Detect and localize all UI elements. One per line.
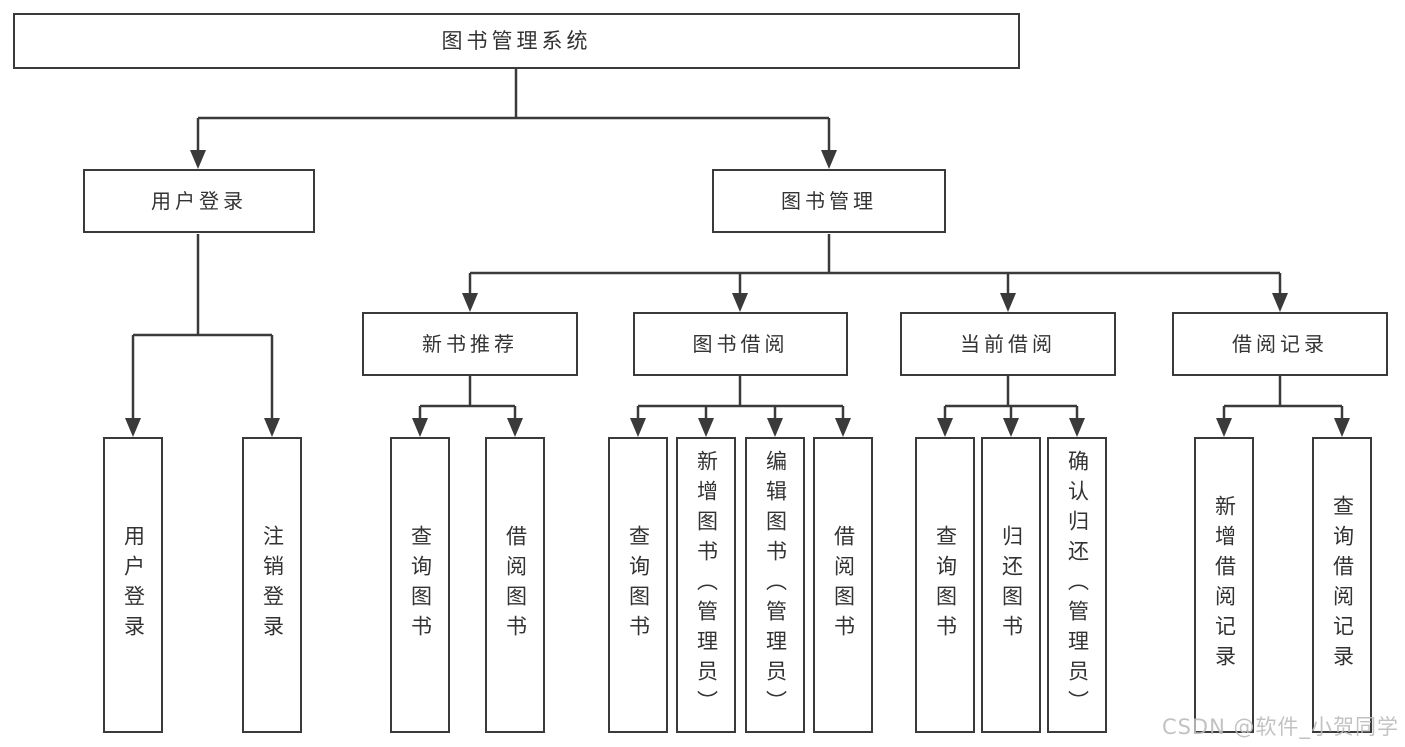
arrowheads [125, 150, 1350, 437]
leaf-logout-label: 注销登录 [260, 525, 285, 645]
arrow-icon [1003, 418, 1019, 437]
leaf-add-borrow-record: 新增借阅记录 [1194, 437, 1254, 733]
leaf-return-books: 归还图书 [981, 437, 1041, 733]
leaf-return-books-label: 归还图书 [999, 525, 1024, 645]
arrow-icon [835, 418, 851, 437]
leaf-user-login: 用户登录 [103, 437, 163, 733]
node-borrow-records: 借阅记录 [1172, 312, 1388, 376]
connector-path [131, 69, 1344, 420]
node-book-management: 图书管理 [712, 169, 946, 233]
arrow-icon [732, 293, 748, 312]
arrow-icon [125, 418, 141, 437]
arrow-icon [698, 418, 714, 437]
node-book-borrowing: 图书借阅 [633, 312, 848, 376]
leaf-query-books-borrowing: 查询图书 [608, 437, 668, 733]
arrow-icon [1000, 293, 1016, 312]
arrow-icon [767, 418, 783, 437]
node-book-borrowing-label: 图书借阅 [692, 332, 789, 356]
arrow-icon [1216, 418, 1232, 437]
leaf-confirm-return-admin: 确认归还（管理员） [1047, 437, 1107, 733]
arrow-icon [1272, 293, 1288, 312]
leaf-logout: 注销登录 [242, 437, 302, 733]
leaf-confirm-return-admin-label: 确认归还（管理员） [1065, 450, 1090, 720]
leaf-query-books-newbooks: 查询图书 [390, 437, 450, 733]
leaf-add-books-admin-label: 新增图书（管理员） [694, 450, 719, 720]
node-current-borrowing: 当前借阅 [900, 312, 1116, 376]
arrow-icon [462, 293, 478, 312]
leaf-query-borrow-record: 查询借阅记录 [1312, 437, 1372, 733]
leaf-user-login-label: 用户登录 [121, 525, 146, 645]
node-user-login-label: 用户登录 [151, 189, 247, 213]
arrow-icon [412, 418, 428, 437]
leaf-query-books-current-label: 查询图书 [933, 525, 958, 645]
arrow-icon [1334, 418, 1350, 437]
leaf-edit-books-admin: 编辑图书（管理员） [745, 437, 805, 733]
leaf-borrow-books-newbooks: 借阅图书 [485, 437, 545, 733]
arrow-icon [1069, 418, 1085, 437]
node-new-books-label: 新书推荐 [422, 332, 518, 356]
arrow-icon [937, 418, 953, 437]
node-root: 图书管理系统 [13, 13, 1020, 69]
node-new-books: 新书推荐 [362, 312, 578, 376]
leaf-query-books-current: 查询图书 [915, 437, 975, 733]
leaf-query-books-newbooks-label: 查询图书 [408, 525, 433, 645]
arrow-icon [264, 418, 280, 437]
leaf-add-books-admin: 新增图书（管理员） [676, 437, 736, 733]
arrow-icon [821, 150, 837, 169]
arrow-icon [630, 418, 646, 437]
node-borrow-records-label: 借阅记录 [1232, 332, 1328, 356]
node-current-borrowing-label: 当前借阅 [960, 332, 1056, 356]
node-user-login: 用户登录 [83, 169, 315, 233]
leaf-borrow-books-newbooks-label: 借阅图书 [503, 525, 528, 645]
leaf-borrow-books-borrowing: 借阅图书 [813, 437, 873, 733]
leaf-borrow-books-borrowing-label: 借阅图书 [831, 525, 856, 645]
node-root-label: 图书管理系统 [441, 28, 592, 53]
csdn-watermark: CSDN @软件_小贺同学 [1161, 715, 1399, 739]
leaf-query-borrow-record-label: 查询借阅记录 [1330, 495, 1355, 675]
arrow-icon [507, 418, 523, 437]
leaf-query-books-borrowing-label: 查询图书 [626, 525, 651, 645]
node-book-management-label: 图书管理 [781, 189, 877, 213]
arrow-icon [190, 150, 206, 169]
leaf-add-borrow-record-label: 新增借阅记录 [1212, 495, 1237, 675]
leaf-edit-books-admin-label: 编辑图书（管理员） [763, 450, 788, 720]
